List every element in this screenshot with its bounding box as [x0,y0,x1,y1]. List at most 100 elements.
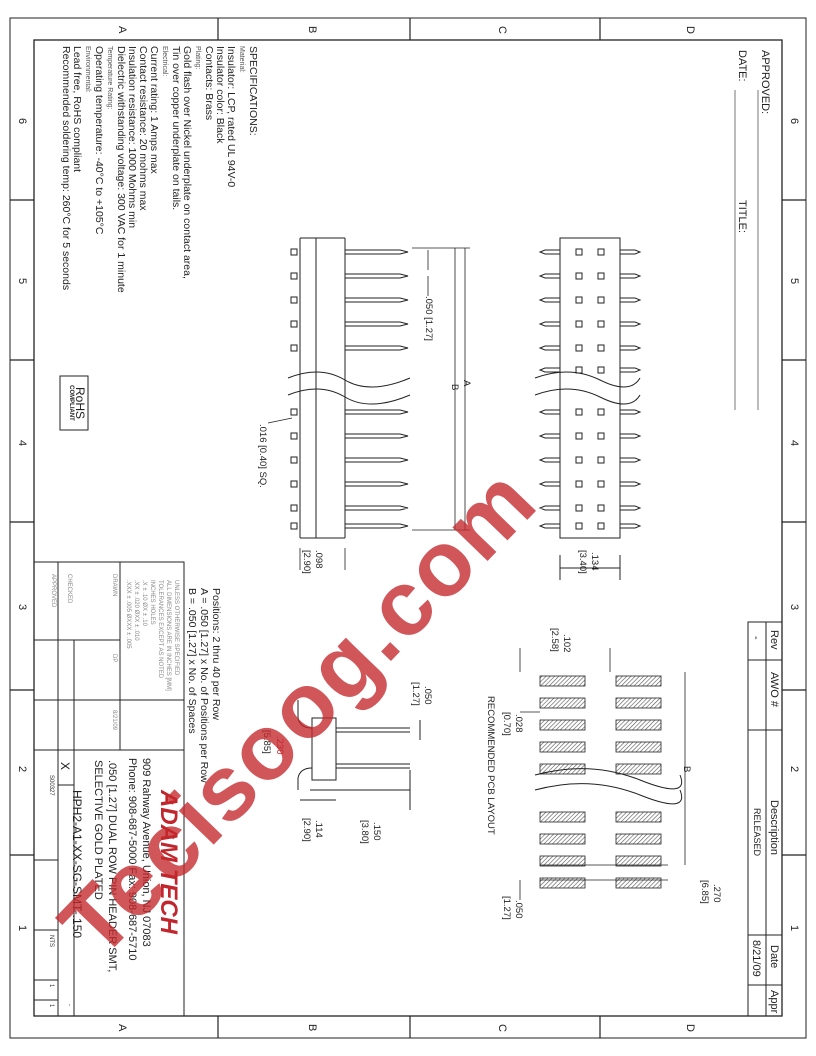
pin-square [290,522,298,530]
pcb-pad-left [539,811,586,823]
spec-operating: Operating temperature: -40°C to +105°C [93,46,105,235]
front-tail-right [620,249,642,255]
positions-line3: B = .050 [1.27] x No. of Spaces [186,588,198,734]
rev-description: RELEASED [752,808,762,857]
pin-tail [345,249,409,255]
dim-pitch: .050 [1.27] [423,296,434,341]
front-pin-b [597,272,605,280]
front-tail-right [620,505,642,511]
front-tail-left [538,523,560,529]
front-tail-left [538,505,560,511]
front-pin-b [597,432,605,440]
spec-electrical-head: Electrical: [161,46,168,77]
spec-contact-resistance: Contact resistance: 20 mohms max [137,46,149,211]
zone-number-2-right: 2 [788,766,800,773]
pin-square [290,248,298,256]
spec-temp-head: Temperature Rating: [106,46,113,110]
pcb-pad-left [539,877,586,889]
front-pin-a [575,366,583,374]
pin-square [290,480,298,488]
front-tail-right [620,321,642,327]
front-pin-a [575,408,583,416]
spec-plating-head: Plating: [194,46,201,70]
front-tail-left [538,321,560,327]
front-pin-a [575,456,583,464]
rohs-line2: COMPLIANT [68,385,74,421]
pin-tail [345,409,409,415]
top-view-pins [290,248,409,530]
front-tail-left [538,249,560,255]
spec-insulator: Insulator: LCP, rated UL 94V-0 [225,46,237,188]
front-pin-b [597,456,605,464]
dim-side-150-mm: [3.80] [359,820,370,844]
front-tail-left [538,481,560,487]
sheet-number: 1 [48,984,54,988]
spec-insulator-color: Insulator color: Black [214,46,226,144]
front-tail-left [538,433,560,439]
front-tail-left [538,273,560,279]
positions-note: Positions: 2 thru 40 per Row A = .050 [1… [186,588,222,783]
front-view-pins [538,248,642,530]
front-tail-right [620,433,642,439]
pin-tail [345,297,409,303]
zone-letter-a-top: A [116,26,128,34]
spec-plating-1: Gold flash over Nickel underplate on con… [181,46,193,279]
scale-value: NTS [48,935,54,947]
front-pin-a [575,272,583,280]
tol-l7: .XXX ± .005 ØXXX ± .005 [125,580,131,649]
front-tail-left [538,409,560,415]
rohs-box [59,375,89,431]
dim-pcb-050: .050 [513,900,524,919]
side-view-header [297,700,421,810]
front-pin-b [597,320,605,328]
front-tail-right [620,523,642,529]
dim-pcb-028: .028 [513,714,524,733]
front-view-header [559,237,621,580]
dim-side-050: .050 [422,686,433,705]
checked-label: CHECKED [66,574,72,604]
zone-letter-d-bottom: D [684,1024,696,1032]
company-logo: ADAM TECH [155,790,182,934]
positions-line2: A = .050 [1.27] x No. of Positions per R… [198,588,210,783]
spec-title: SPECIFICATIONS: [247,46,259,136]
dim-a: A [461,380,472,387]
front-pin-b [597,408,605,416]
zone-number-1-right: 1 [788,925,800,932]
dim-side-230: .230 [274,736,285,755]
sheet-of: 1 [48,1004,54,1008]
drawing-title-line1: .050 [1.27] DUAL ROW PIN HEADER SMT, [106,760,118,973]
dim-side-114-mm: [2.90] [301,818,312,842]
spec-current: Current rating: 1 Amps max [148,46,160,174]
pin-square [290,456,298,464]
zone-letter-c-top: C [496,26,508,34]
front-pin-b [597,344,605,352]
front-tail-right [620,457,642,463]
spec-contacts: Contacts: Brass [203,46,215,121]
pin-square [290,296,298,304]
rev-value: - [750,636,762,640]
tol-l2: ALL DIMENSIONS ARE IN INCHES [MM] [165,580,171,691]
front-pin-a [575,296,583,304]
front-pin-a [575,248,583,256]
front-pin-b [597,480,605,488]
pcb-pad-left [539,697,586,709]
front-pin-a [575,480,583,488]
pcb-pad-right [615,811,662,823]
zone-letter-b-bottom: B [306,1024,318,1032]
spec-env-head: Environmental: [84,46,91,93]
spec-leadfree: Lead free, RoHS compliant [71,46,83,173]
zone-number-2-left: 2 [16,766,28,773]
drawn-by: DP [111,654,117,663]
title-label: TITLE: [736,200,748,234]
zone-number-6-right: 6 [788,118,800,125]
front-tail-left [538,345,560,351]
spec-material-head: Material: [238,46,245,73]
doc-number: S00327 [48,775,54,796]
pin-square [290,504,298,512]
pcb-pad-left [539,741,586,753]
front-tail-left [538,297,560,303]
outer-border [9,17,807,1039]
pcb-pad-right [615,719,662,731]
